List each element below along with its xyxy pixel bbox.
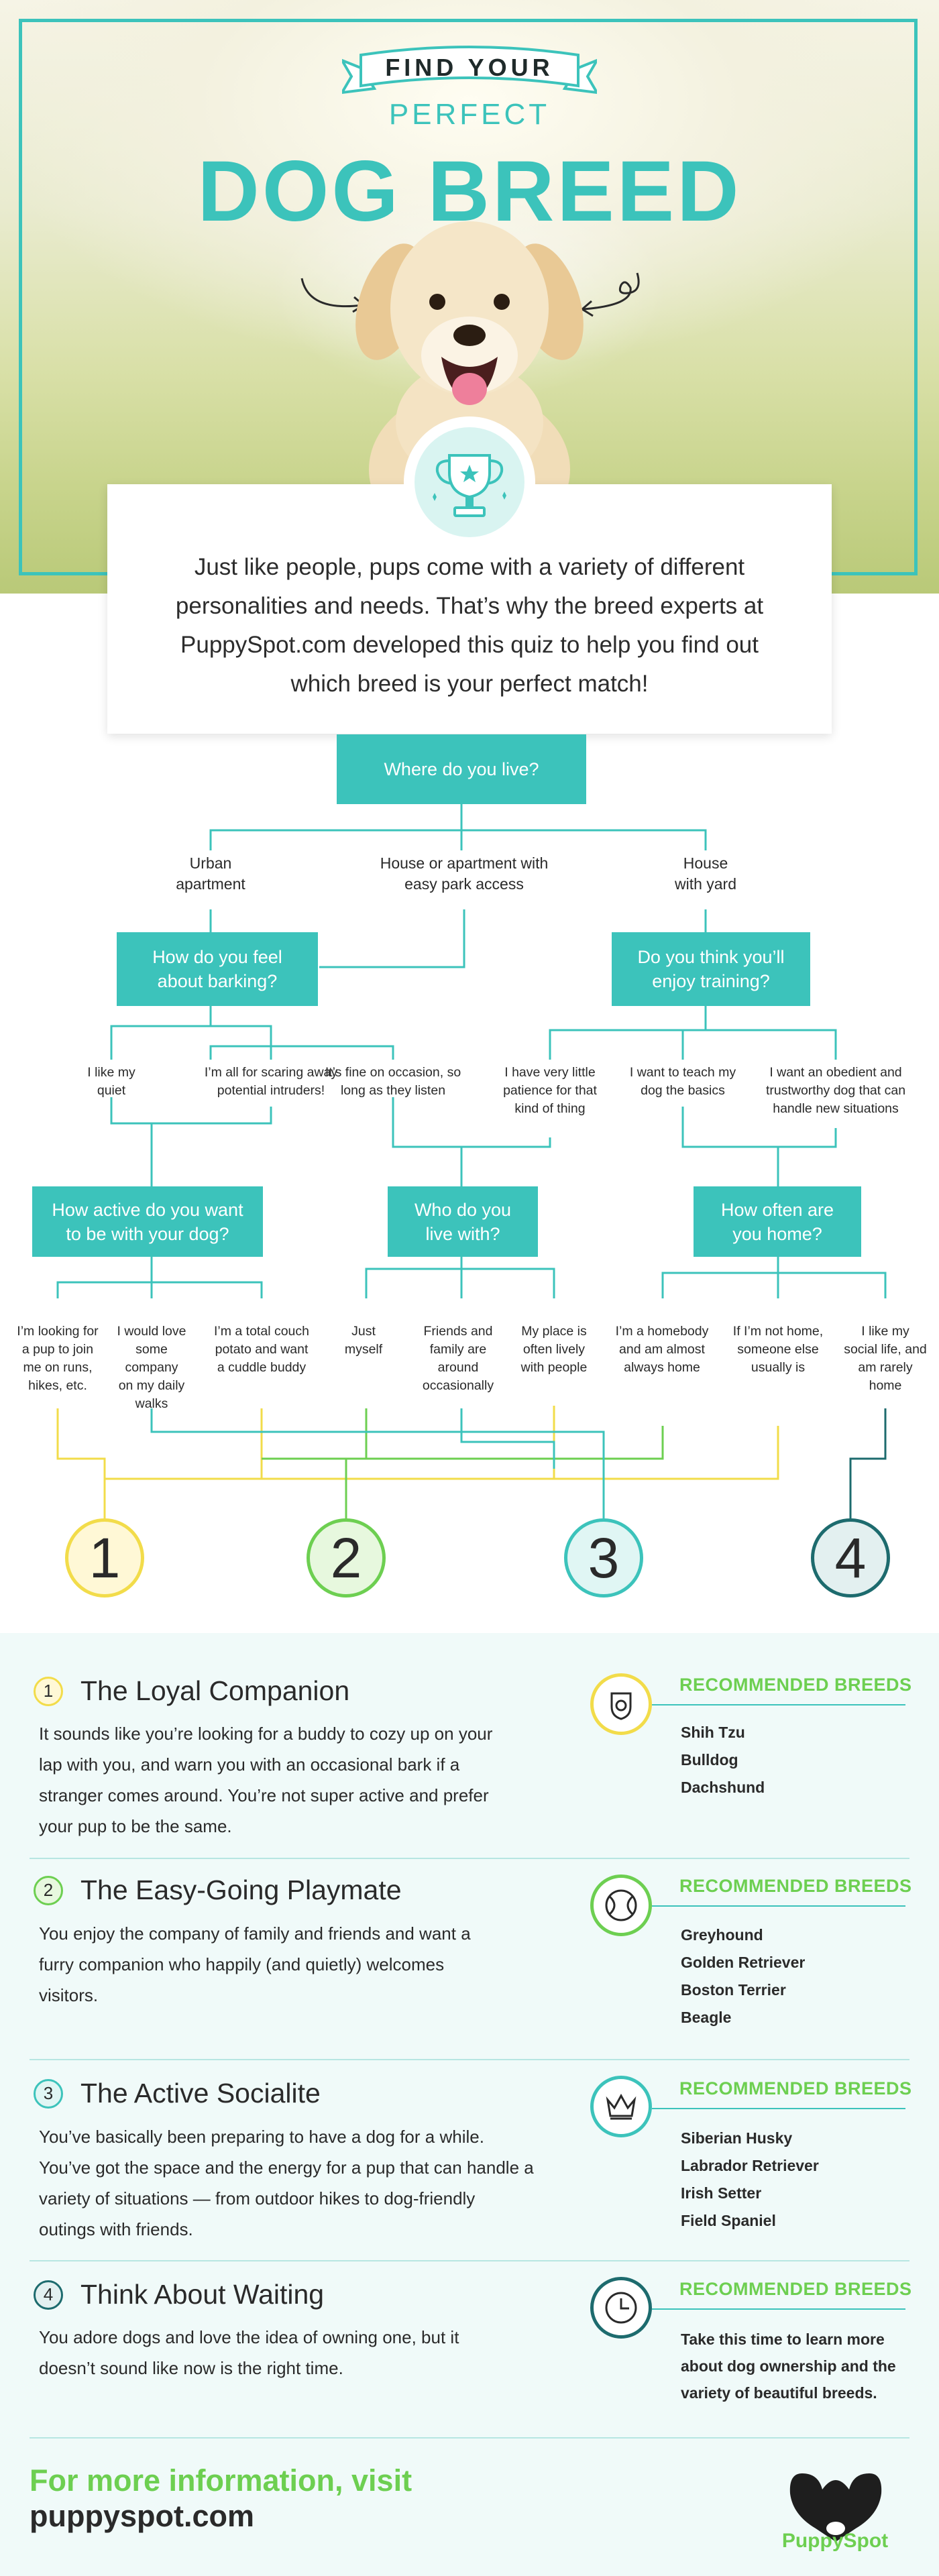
result-circle-3: 3	[564, 1518, 643, 1598]
outcome-2-header: 2 The Easy-Going Playmate	[34, 1874, 402, 1906]
outcome-1-breed: Bulldog	[681, 1751, 738, 1769]
puppyspot-logo-icon	[789, 2473, 882, 2542]
outcome-4-rec-title: RECOMMENDED BREEDS	[679, 2279, 912, 2299]
outcome-3-rec-title: RECOMMENDED BREEDS	[679, 2078, 912, 2098]
answer-daily-walks: I would love some company on my daily wa…	[117, 1324, 186, 1411]
outcome-3-breed: Siberian Husky	[681, 2129, 793, 2147]
answer-couch-potato: I’m a total couch potato and want a cudd…	[214, 1324, 309, 1375]
result-circle-2: 2	[307, 1518, 386, 1598]
intro-card: Just like people, pups come with a varie…	[107, 484, 832, 734]
outcome-4-header: 4 Think About Waiting	[34, 2279, 324, 2310]
trophy-badge	[404, 416, 535, 548]
outcome-1-description: It sounds like you’re looking for a budd…	[39, 1724, 493, 1836]
answer-place-lively: My place is often lively with people	[520, 1324, 588, 1375]
ribbon-text: FIND YOUR	[385, 54, 554, 81]
crown-icon	[590, 2076, 652, 2137]
trophy-icon	[433, 454, 506, 517]
answer-park-access: House or apartment with easy park access	[380, 854, 549, 893]
outcome-1-breed: Shih Tzu	[681, 1724, 745, 1741]
ribbon-banner	[342, 46, 597, 95]
flowchart-connectors	[56, 804, 887, 1518]
clock-icon	[590, 2277, 652, 2339]
outcome-2-breed: Greyhound	[681, 1926, 763, 1944]
outcome-3-breed: Field Spaniel	[681, 2212, 776, 2229]
footer-info-text: For more information, visit	[30, 2463, 412, 2498]
arrow-right-icon	[580, 272, 640, 317]
brand-name: PuppySpot	[781, 2530, 889, 2552]
answer-teach-basics: I want to teach my dog the basics	[629, 1065, 736, 1098]
answer-friends-family: Friends and family are around occasional…	[422, 1324, 494, 1393]
outcome-3-description: You’ve basically been preparing to have …	[39, 2127, 534, 2239]
outcome-2-rec-title: RECOMMENDED BREEDS	[679, 1876, 912, 1896]
outcome-3-breed: Labrador Retriever	[681, 2157, 819, 2174]
answer-someone-else-home: If I’m not home, someone else usually is	[732, 1324, 824, 1375]
question-how-often-home: How often are you home?	[694, 1186, 861, 1257]
answer-scaring-intruders: I’m all for scaring away potential intru…	[204, 1065, 338, 1098]
answer-like-quiet: I like my quiet	[87, 1065, 135, 1098]
collar-tag-icon	[590, 1673, 652, 1735]
tennis-ball-icon	[590, 1874, 652, 1936]
page-title: DOG BREED	[197, 144, 742, 239]
outcome-2-breed: Boston Terrier	[681, 1981, 786, 1999]
answer-homebody: I’m a homebody and am almost always home	[615, 1324, 709, 1375]
question-training: Do you think you’ll enjoy training?	[612, 932, 810, 1006]
outcome-2-breed: Golden Retriever	[681, 1954, 806, 1971]
outcome-1-rec-title: RECOMMENDED BREEDS	[679, 1675, 912, 1695]
answer-house-yard: House with yard	[674, 854, 737, 893]
question-barking: How do you feel about barking?	[117, 932, 318, 1006]
subtitle-perfect: PERFECT	[388, 98, 551, 131]
outcome-3-header: 3 The Active Socialite	[34, 2078, 321, 2109]
result-circle-4: 4	[811, 1518, 890, 1598]
answer-obedient-dog: I want an obedient and trustworthy dog t…	[765, 1065, 906, 1116]
outcome-3-breed: Irish Setter	[681, 2184, 762, 2202]
outcome-1-header: 1 The Loyal Companion	[34, 1675, 349, 1707]
intro-text: Just like people, pups come with a varie…	[175, 554, 764, 697]
outcome-2-badge: 2	[34, 1875, 63, 1905]
question-who-live-with: Who do you live with?	[388, 1186, 538, 1257]
outcome-4-description: You adore dogs and love the idea of owni…	[39, 2327, 459, 2378]
answer-rarely-home: I like my social life, and am rarely hom…	[844, 1324, 927, 1393]
answer-just-myself: Just myself	[344, 1324, 383, 1357]
outcome-1-badge: 1	[34, 1676, 63, 1706]
outcome-3-title: The Active Socialite	[80, 2078, 321, 2109]
outcome-1-breed: Dachshund	[681, 1779, 765, 1796]
question-how-active: How active do you want to be with your d…	[32, 1186, 263, 1257]
outcome-2-description: You enjoy the company of family and frie…	[39, 1923, 471, 2005]
outcome-4-note: Take this time to learn more about dog o…	[681, 2331, 896, 2402]
answer-urban-apartment: Urban apartment	[176, 854, 245, 893]
outcome-1-title: The Loyal Companion	[80, 1675, 350, 1706]
results-section	[0, 1633, 939, 2576]
outcome-3-badge: 3	[34, 2078, 63, 2109]
answer-runs-hikes: I’m looking for a pup to join me on runs…	[17, 1324, 99, 1393]
outcome-2-breed: Beagle	[681, 2009, 732, 2026]
result-circle-1: 1	[65, 1518, 144, 1598]
footer-url-link[interactable]: puppyspot.com	[30, 2499, 254, 2533]
outcome-4-badge: 4	[34, 2280, 63, 2310]
answer-fine-occasion: It’s fine on occasion, so long as they l…	[325, 1065, 461, 1098]
question-where-live: Where do you live?	[337, 734, 586, 804]
quiz-flowchart: Where do you live? Urban apartment House…	[0, 731, 939, 1636]
outcome-2-title: The Easy-Going Playmate	[80, 1874, 402, 1905]
outcome-4-title: Think About Waiting	[80, 2279, 325, 2310]
answer-little-patience: I have very little patience for that kin…	[503, 1065, 597, 1116]
